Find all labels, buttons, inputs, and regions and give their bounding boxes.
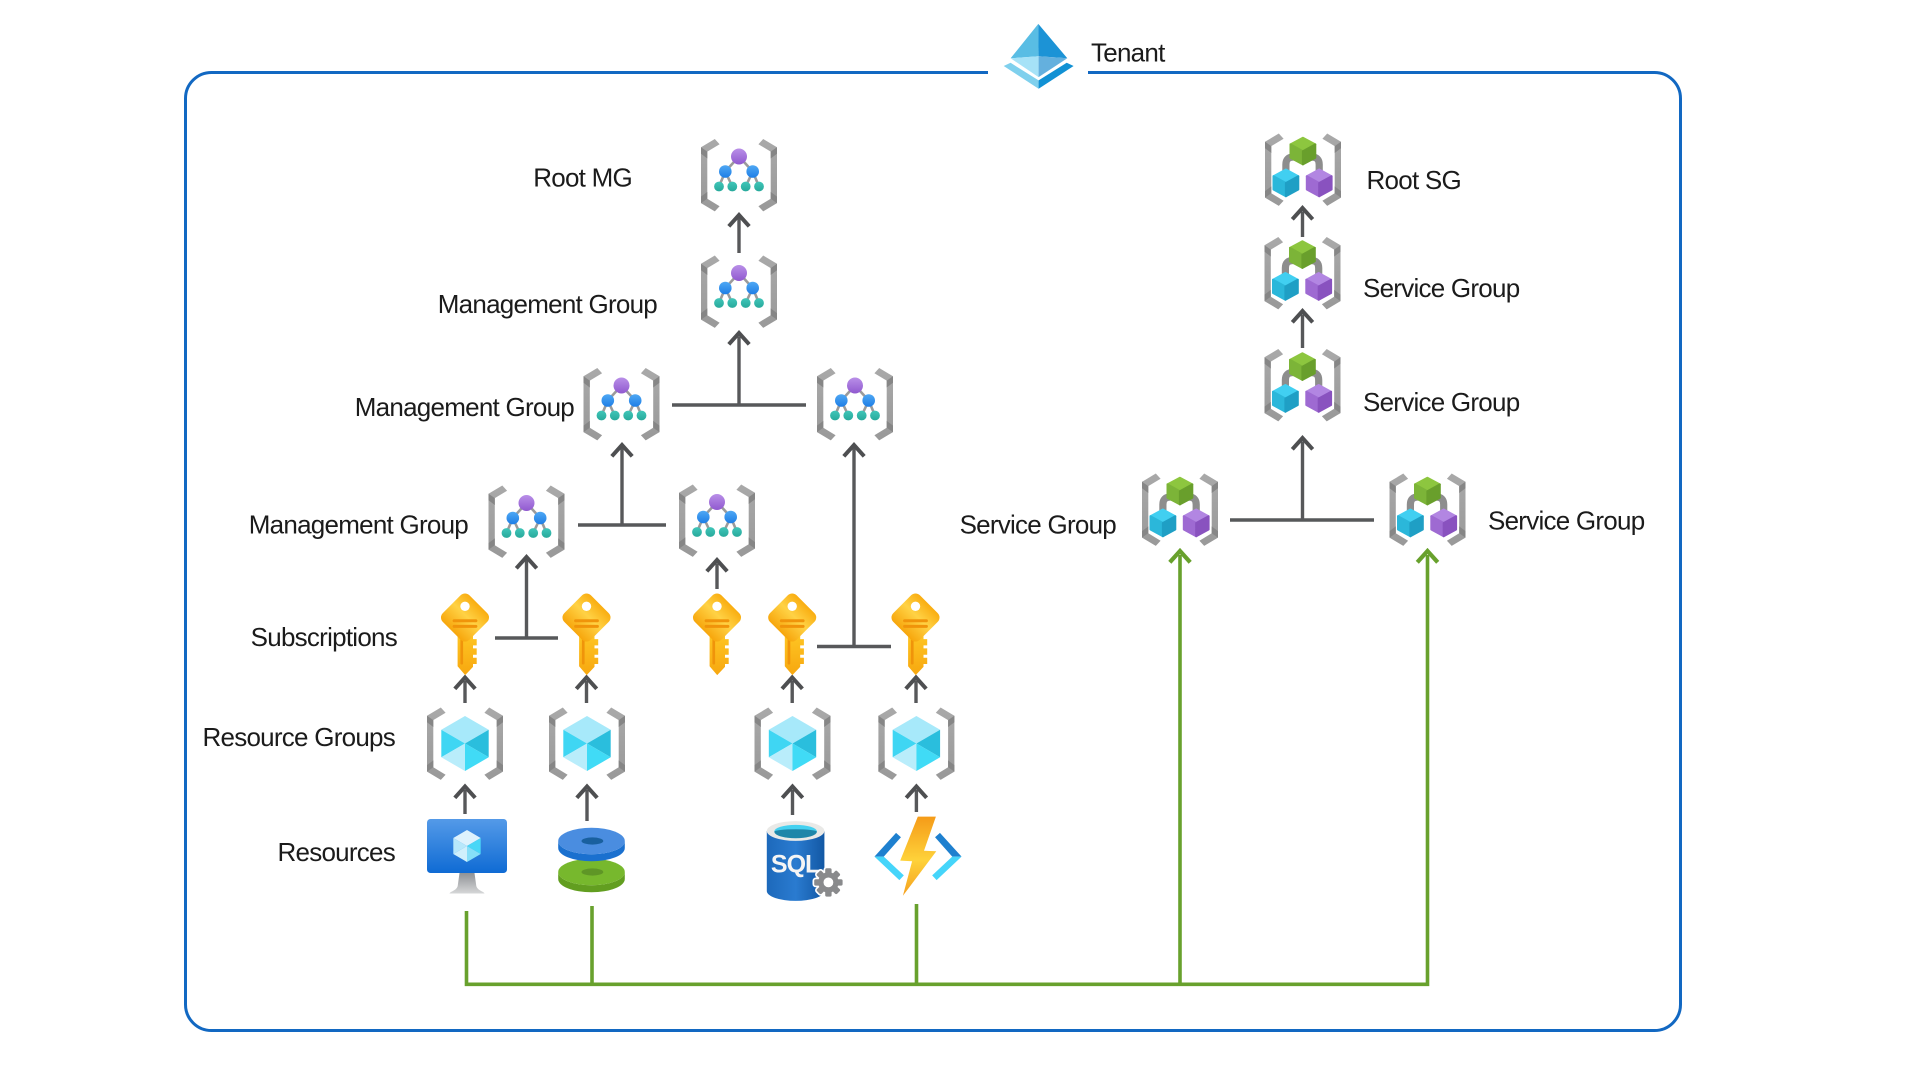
svg-text:Resource Groups: Resource Groups: [202, 722, 395, 752]
svg-text:Service Group: Service Group: [1488, 506, 1645, 536]
svg-text:Subscriptions: Subscriptions: [251, 622, 398, 652]
svg-text:Service Group: Service Group: [960, 510, 1117, 540]
svg-text:Service Group: Service Group: [1363, 387, 1520, 417]
svg-text:Resources: Resources: [277, 837, 395, 867]
svg-text:Management Group: Management Group: [438, 289, 658, 319]
svg-text:Service Group: Service Group: [1363, 273, 1520, 303]
svg-text:Root SG: Root SG: [1367, 165, 1461, 195]
svg-text:Management Group: Management Group: [249, 510, 469, 540]
svg-text:Tenant: Tenant: [1091, 38, 1166, 68]
svg-text:Management Group: Management Group: [355, 392, 575, 422]
svg-text:Root MG: Root MG: [533, 163, 632, 193]
